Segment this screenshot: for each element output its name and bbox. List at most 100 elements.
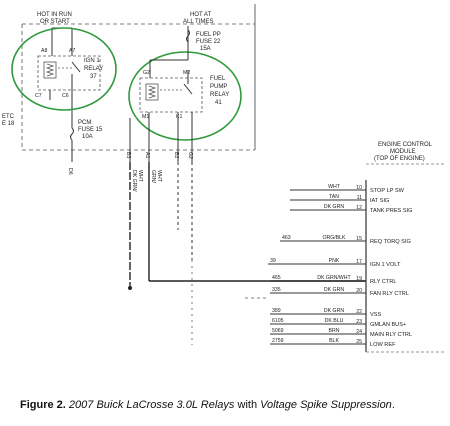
hot-in-run-label: HOT IN RUN [37, 12, 72, 18]
fuel-pump-relay-pin-m1: M1 [142, 114, 149, 120]
ecm-row-color: BRN [329, 328, 340, 334]
ecm-row-signal: TANK PRES SIG [370, 208, 412, 214]
fuel-pump-relay-name-4: 41 [215, 100, 222, 106]
ecm-row-pin: 15 [356, 236, 362, 242]
ecm-row-signal: STOP LP SW [370, 188, 405, 194]
fuel-pump-relay-box [139, 77, 203, 113]
caption-with: with [237, 399, 258, 411]
ecm-row-signal: GMLAN BUS+ [370, 322, 406, 328]
ecm-row-circuit: 6105 [272, 318, 284, 324]
ecm-row-signal: REQ TORQ SIG [370, 239, 411, 245]
fuel-pump-relay-pin-k1: K1 [176, 114, 182, 120]
etc-fuse-label: E 18 [2, 121, 15, 127]
ecm-row-pin: 20 [356, 288, 362, 294]
fuel-pump-relay-coil [145, 83, 159, 101]
ign-relay-pin-c6: C6 [62, 93, 69, 99]
ecm-row-circuit: 39 [270, 258, 276, 264]
fuel-pp-fuse-number: FUSE 22 [196, 39, 221, 45]
ecm-row-color: DK GRN [324, 287, 344, 293]
fuel-pp-fuse-name: FUEL PP [196, 32, 221, 38]
pin-g2-label: G2 [187, 152, 193, 159]
ecm-row-circuit: 2759 [272, 338, 284, 344]
ecm-row-circuit: 335 [272, 287, 281, 293]
ign-relay-name-2: RELAY [84, 66, 103, 72]
ecm-row-signal: MAIN RLY CTRL [370, 332, 412, 338]
ecm-row-signal: VSS [370, 312, 381, 318]
ecm-row-pin: 23 [356, 319, 362, 325]
ecm-row-color: WHT [328, 184, 341, 190]
ecm-title-2: MODULE [390, 149, 416, 155]
ecm-title-3: (TOP OF ENGINE) [374, 156, 425, 162]
ecm-row-color: DK GRN/WHT [317, 275, 351, 281]
ign-relay-box [37, 55, 101, 91]
ign-relay-name-3: 37 [90, 74, 97, 80]
ign-relay-coil-winding [45, 63, 55, 77]
or-start-label: OR START [40, 19, 70, 25]
ecm-row-color: ORG/BLK [322, 235, 346, 241]
fuel-pump-relay-name-3: RELAY [210, 92, 229, 98]
fuel-pp-fuse-symbol [186, 29, 190, 43]
ign-relay-name-1: IGN 1 [84, 58, 100, 64]
fuel-pump-relay-pin-m2: M2 [183, 70, 190, 76]
ign-relay-coil [43, 61, 57, 79]
fuel-pump-relay-name-1: FUEL [210, 76, 226, 82]
ecm-row-pin: 19 [356, 276, 362, 282]
ecm-row-color: BLK [329, 338, 339, 344]
ecm-row-color: DK GRN [324, 308, 344, 314]
pcm-fuse-symbol [70, 127, 74, 141]
splice-dot [128, 286, 132, 290]
pcm-fuse-number: FUSE 15 [78, 127, 103, 133]
ecm-row-pin: 10 [356, 185, 362, 191]
fuel-pump-relay-switch [183, 83, 193, 95]
ecm-title-1: ENGINE CONTROL [378, 142, 433, 148]
ign-relay-highlight-circle [11, 27, 117, 111]
etc-label: ETC [2, 114, 15, 120]
ecm-row-circuit: 5069 [272, 328, 284, 334]
pcm-fuse-rating: 10A [82, 134, 93, 140]
fuel-pump-relay-pin-g2: G2 [143, 70, 150, 76]
ecm-row-signal: FAN RLY CTRL [370, 291, 409, 297]
ecm-row-circuit: 465 [272, 275, 281, 281]
ecm-row-signal: IAT SIG [370, 198, 389, 204]
wire-color-dkgrn: DK GRN/ [131, 170, 137, 192]
ecm-row-pin: 11 [357, 195, 362, 201]
figure-caption: Figure 2. 2007 Buick LaCrosse 3.0L Relay… [20, 399, 395, 411]
ign-relay-pin-a7: A7 [69, 48, 75, 54]
ecm-row-color: DK GRN [324, 204, 344, 210]
caption-text: 2007 Buick LaCrosse 3.0L Relays [68, 399, 235, 411]
wire-color-wht-2: WHT [156, 170, 162, 183]
ign-relay-switch [71, 61, 81, 73]
ecm-row-color: DK BLU [325, 318, 344, 324]
all-times-label: ALL TIMES [183, 19, 213, 25]
pcm-fuse-name: PCM [78, 120, 91, 126]
caption-label: Figure 2 [20, 399, 63, 411]
ign-relay-pin-a8: A8 [41, 48, 47, 54]
hot-at-label: HOT AT [190, 12, 211, 18]
ecm-row-pin: 22 [356, 309, 362, 315]
ecm-row-circuit: 463 [282, 235, 291, 241]
ecm-row-signal: IGN 1 VOLT [370, 262, 401, 268]
ecm-row-signal: LOW REF [370, 342, 396, 348]
pin-d6-label: D6 [67, 168, 73, 175]
caption-highlight: Voltage Spike Suppression [260, 399, 392, 411]
ecm-row-pin: 17 [356, 259, 362, 265]
fuel-pump-relay-name-2: PUMP [210, 84, 227, 90]
ecm-row-signal: RLY CTRL [370, 279, 397, 285]
ecm-row-pin: 12 [356, 205, 362, 211]
ecm-row-pin: 25 [356, 339, 362, 345]
wire-color-grn: GRN/ [150, 170, 156, 184]
ign-relay-pin-c7: C7 [35, 93, 42, 99]
pin-a1-label: A1 [144, 152, 150, 158]
ecm-row-color: TAN [329, 194, 339, 200]
ecm-row-pin: 24 [356, 329, 362, 335]
fuel-pump-relay-highlight-circle [128, 51, 242, 141]
fuel-pp-fuse-rating: 15A [200, 46, 211, 52]
fuel-pump-relay-coil-winding [147, 85, 157, 99]
ecm-row-color: PNK [329, 258, 340, 264]
ecm-row-circuit: 389 [272, 308, 281, 314]
wire-color-wht: WHT [137, 170, 143, 183]
pin-b2-label: B2 [173, 152, 179, 158]
pin-b3-label: B3 [125, 152, 131, 158]
